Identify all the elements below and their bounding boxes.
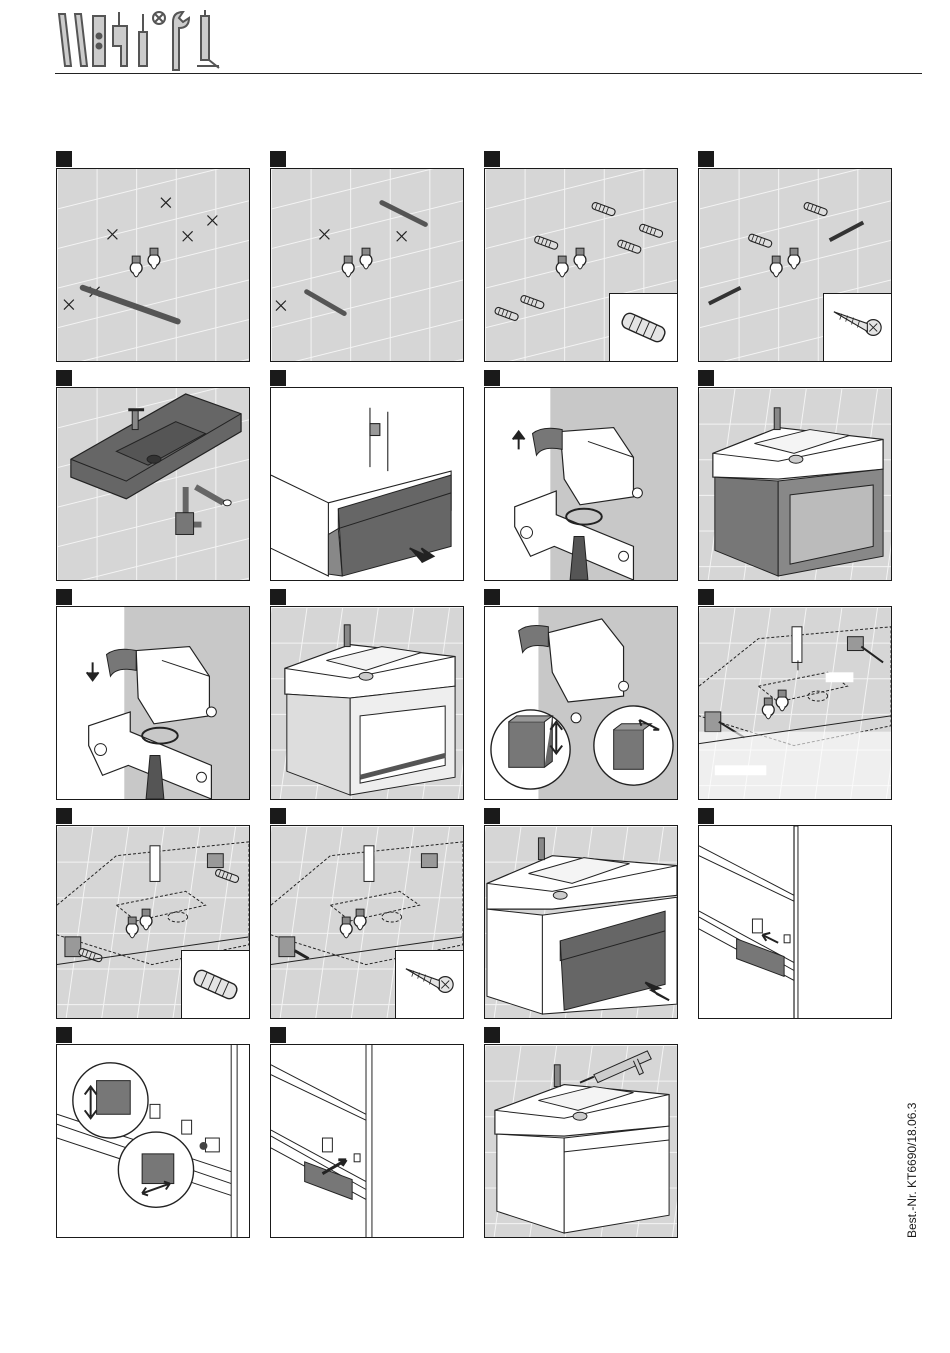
step-panel-adjust-height-depth — [484, 606, 678, 800]
step-panel-mount-basin-siphon — [56, 387, 250, 581]
step-panel-adjust-drawer-front — [56, 1044, 250, 1238]
adjustment-cube-icon — [142, 1154, 174, 1184]
inset-dowel — [609, 293, 677, 361]
step-panel-basin-on-cabinet — [698, 387, 892, 581]
step-marker-12 — [698, 589, 714, 605]
level-icon — [59, 14, 87, 66]
cabinet-icon — [497, 1126, 669, 1233]
inset-screw — [823, 293, 891, 361]
step-marker-2 — [270, 151, 286, 167]
step-marker-17 — [56, 1027, 72, 1043]
cabinet-icon — [715, 469, 883, 576]
step-marker-3 — [484, 151, 500, 167]
silicone-gun-icon — [197, 10, 219, 68]
step-marker-1 — [56, 151, 72, 167]
step-marker-18 — [270, 1027, 286, 1043]
step-marker-5 — [56, 370, 72, 386]
inset-dowel — [181, 950, 249, 1018]
step-marker-6 — [270, 370, 286, 386]
step-marker-4 — [698, 151, 714, 167]
step-marker-10 — [270, 589, 286, 605]
step-marker-7 — [484, 370, 500, 386]
step-marker-11 — [484, 589, 500, 605]
adjustment-cube-icon — [97, 1081, 131, 1115]
step-panel-adjust-suspension-down — [56, 606, 250, 800]
inset-screw — [395, 950, 463, 1018]
step-panel-remove-drawer — [270, 387, 464, 581]
step-marker-14 — [270, 808, 286, 824]
step-panel-drill-holes — [270, 168, 464, 362]
step-panel-cabinet-open-front — [270, 606, 464, 800]
screwdriver-icon — [139, 12, 165, 66]
step-marker-13 — [56, 808, 72, 824]
step-panel-fix-bracket-screw — [270, 825, 464, 1019]
drill-icon — [93, 16, 105, 66]
cabinet-icon — [287, 686, 455, 795]
step-marker-19 — [484, 1027, 500, 1043]
step-panel-hang-cabinet — [698, 606, 892, 800]
dowel-icon — [620, 311, 667, 343]
step-panel-insert-drawer — [484, 825, 678, 1019]
screw-icon — [834, 312, 881, 336]
tool-icons-header — [55, 8, 225, 72]
order-number: Best.-Nr. KT6690/18.06.3 — [905, 1103, 919, 1238]
step-panel-mark-drill-holes — [56, 168, 250, 362]
pencil-icon — [113, 12, 127, 66]
step-marker-16 — [698, 808, 714, 824]
step-marker-8 — [698, 370, 714, 386]
step-panel-adjust-suspension-up — [484, 387, 678, 581]
wrench-icon — [173, 12, 189, 70]
step-panel-fix-bracket-dowel — [56, 825, 250, 1019]
step-panel-insert-dowels — [484, 168, 678, 362]
dowel-icon — [192, 968, 239, 1000]
header-rule — [55, 73, 922, 74]
screw-icon — [406, 969, 453, 993]
step-panel-remove-cover — [698, 825, 892, 1019]
step-marker-9 — [56, 589, 72, 605]
step-panel-seal-silicone — [484, 1044, 678, 1238]
step-panel-mount-brackets — [698, 168, 892, 362]
step-marker-15 — [484, 808, 500, 824]
step-panel-attach-cover — [270, 1044, 464, 1238]
